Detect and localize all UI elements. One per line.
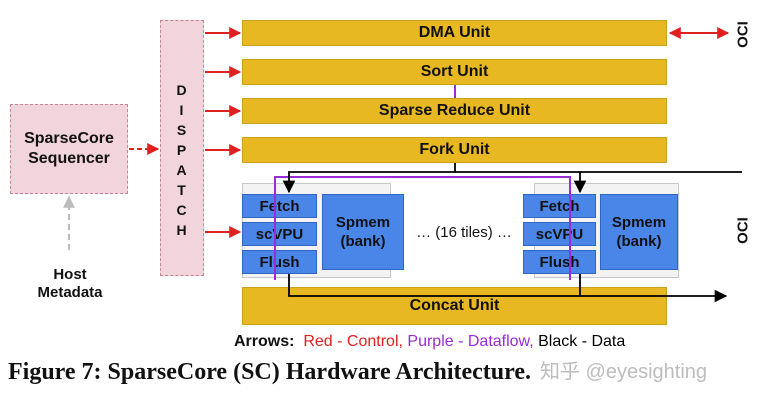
dma-unit-label: DMA Unit — [418, 24, 491, 41]
dispatch-letter: I — [179, 102, 185, 118]
host-label-line1: Host — [53, 266, 87, 283]
legend-black: Black - Data — [538, 333, 626, 350]
fork-to-left-fetch-arrow — [282, 163, 456, 194]
host-label-line2: Metadata — [37, 284, 103, 301]
tile-left-scvpu: scVPU — [242, 222, 317, 246]
sequencer-label-line1: SparseCore — [24, 130, 114, 147]
fork-unit: Fork Unit — [242, 137, 667, 163]
figure-caption: Figure 7: SparseCore (SC) Hardware Archi… — [8, 359, 532, 385]
dispatch-letter: P — [176, 142, 188, 158]
scvpu-label: scVPU — [535, 225, 584, 243]
tile-left-flush: Flush — [242, 250, 317, 274]
sparse-reduce-unit: Sparse Reduce Unit — [242, 98, 667, 124]
sort-unit: Sort Unit — [242, 59, 667, 85]
dispatch-letter: D — [176, 82, 188, 98]
tiles-count-label: … (16 tiles) … — [416, 224, 512, 241]
legend-red: Red - Control, — [303, 333, 403, 350]
dispatch-letter: A — [176, 162, 188, 178]
legend-purple: Purple - Dataflow, — [407, 333, 534, 350]
sequencer-label-line2: Sequencer — [28, 150, 110, 167]
dispatch-letter: H — [176, 222, 188, 238]
tile-left-fetch: Fetch — [242, 194, 317, 218]
dma-unit: DMA Unit — [242, 20, 667, 46]
tile-left-spmem: Spmem (bank) — [322, 194, 404, 270]
fork-unit-label: Fork Unit — [419, 141, 490, 158]
left-flush-output-line — [288, 274, 728, 303]
tile-right-scvpu: scVPU — [523, 222, 596, 246]
spmem-label: Spmem — [611, 214, 667, 231]
sparse-reduce-unit-label: Sparse Reduce Unit — [378, 102, 531, 119]
legend-prefix: Arrows: — [234, 333, 295, 350]
fork-to-right-fetch-arrow — [455, 171, 587, 194]
sparsecore-sequencer-box: SparseCore Sequencer — [10, 104, 128, 194]
dispatch-letters: D I S P A T C H — [160, 80, 204, 240]
concat-unit: Concat Unit — [242, 287, 667, 325]
host-metadata-label: Host Metadata — [30, 266, 110, 302]
tile-dataflow-line — [274, 176, 571, 280]
concat-unit-label: Concat Unit — [409, 297, 500, 314]
spmem-bank-label: (bank) — [340, 233, 386, 250]
tile-right-spmem: Spmem (bank) — [600, 194, 678, 270]
dispatch-letter: S — [176, 122, 188, 138]
oci-top-label: OCI — [734, 21, 752, 48]
scvpu-label: scVPU — [255, 225, 304, 243]
spmem-bank-label: (bank) — [616, 233, 662, 250]
dispatch-letter: C — [176, 202, 188, 218]
sort-unit-label: Sort Unit — [420, 63, 489, 80]
fetch-label: Fetch — [259, 197, 300, 215]
flush-label: Flush — [259, 253, 300, 271]
arrows-legend: Arrows: Red - Control, Purple - Dataflow… — [234, 333, 625, 351]
spmem-label: Spmem — [335, 214, 391, 231]
oci-mid-label: OCI — [734, 217, 752, 244]
dispatch-letter: T — [177, 182, 187, 198]
dispatch-box — [160, 20, 204, 276]
watermark-text: 知乎 @eyesighting — [540, 361, 708, 383]
